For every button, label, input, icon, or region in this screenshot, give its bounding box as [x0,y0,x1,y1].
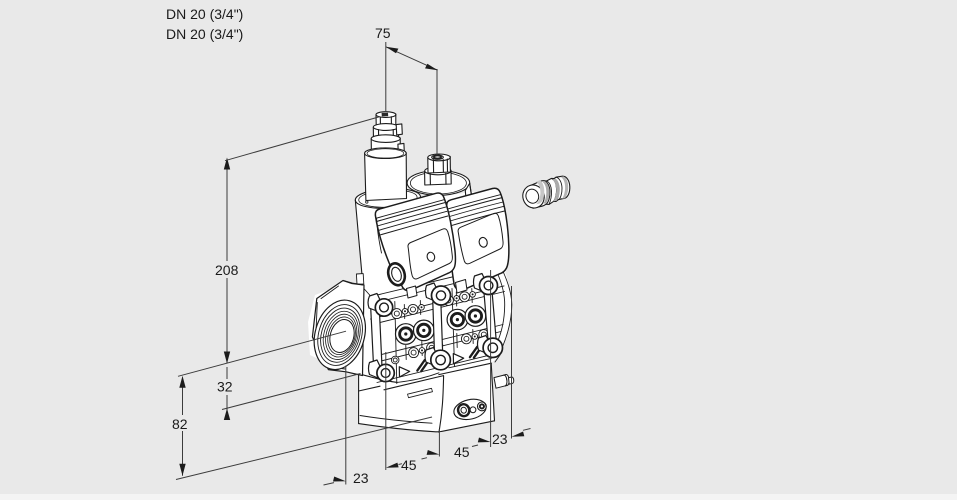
svg-text:23: 23 [492,431,508,447]
svg-text:45: 45 [401,457,417,473]
svg-text:45: 45 [454,444,470,460]
svg-text:75: 75 [375,25,391,41]
svg-text:32: 32 [217,379,233,395]
svg-text:DN 20 (3/4"): DN 20 (3/4") [166,26,243,42]
svg-text:82: 82 [172,416,188,432]
svg-text:23: 23 [353,470,369,486]
svg-text:DN 20 (3/4"): DN 20 (3/4") [166,6,243,22]
svg-text:208: 208 [215,262,239,278]
